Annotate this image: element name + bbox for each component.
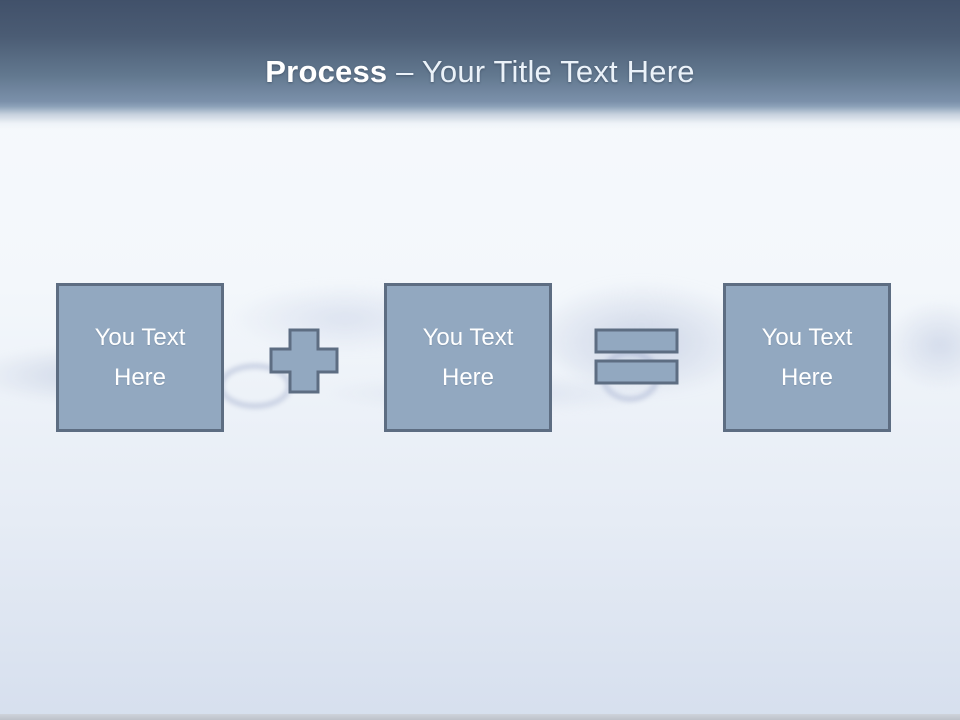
process-box-3-line2: Here	[780, 363, 834, 391]
process-box-3-line1: You Text	[761, 323, 853, 351]
equals-icon	[594, 328, 679, 385]
process-box-1-line1: You Text	[94, 323, 186, 351]
process-box-2-line2: Here	[441, 363, 495, 391]
plus-icon	[269, 328, 339, 394]
process-box-1-line2: Here	[113, 363, 167, 391]
slide-title-keyword: Process	[265, 54, 388, 89]
process-box-2: You Text Here	[384, 283, 552, 432]
ripple-shape	[885, 300, 960, 390]
process-box-2-line1: You Text	[422, 323, 514, 351]
process-box-1: You Text Here	[56, 283, 224, 432]
slide-title: Process – Your Title Text Here	[0, 54, 960, 90]
title-band	[0, 0, 960, 130]
slide-title-subtext: – Your Title Text Here	[396, 54, 695, 89]
slide-bottom-edge	[0, 714, 960, 720]
process-box-3: You Text Here	[723, 283, 891, 432]
